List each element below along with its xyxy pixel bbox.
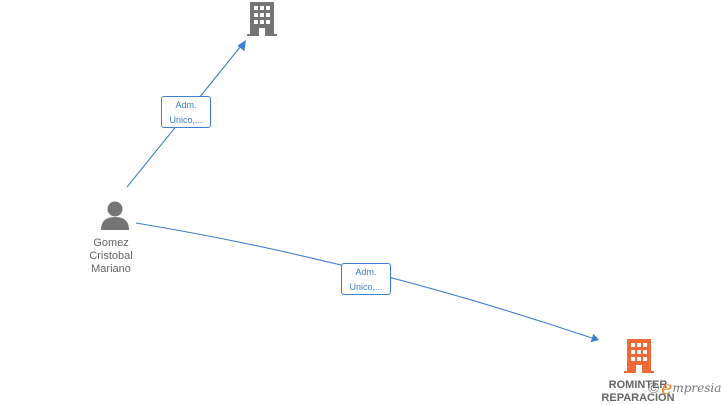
company-name-line: ROMINTER [608, 379, 668, 391]
person-name-line: Cristobal [89, 250, 133, 262]
edge-label-line: Adm. [175, 100, 197, 110]
person-name-line: Gomez [93, 237, 129, 249]
arrowhead-icon [237, 40, 246, 52]
brand-initial: e [661, 377, 673, 399]
empresia-watermark: © e mpresia [648, 378, 721, 398]
person-name-line: Mariano [91, 263, 131, 275]
person-node[interactable] [99, 200, 131, 230]
arrowhead-icon [590, 333, 599, 343]
person-name-label: Gomez Cristobal Mariano [71, 237, 151, 276]
company-node-top[interactable] [247, 2, 277, 36]
edge-label-role[interactable]: Adm. Unico,... [341, 263, 391, 295]
person-icon [101, 201, 129, 230]
copyright-icon: © [648, 379, 660, 397]
brand-name: mpresia [672, 381, 722, 395]
building-icon [247, 2, 277, 36]
edge-label-line: Unico,... [169, 115, 203, 125]
building-icon [624, 339, 654, 373]
edge-label-line: Adm. [355, 267, 377, 277]
edge-label-role[interactable]: Adm. Unico,... [161, 96, 211, 128]
edge-label-line: Unico,... [349, 282, 383, 292]
company-node-rominter[interactable] [624, 339, 654, 373]
